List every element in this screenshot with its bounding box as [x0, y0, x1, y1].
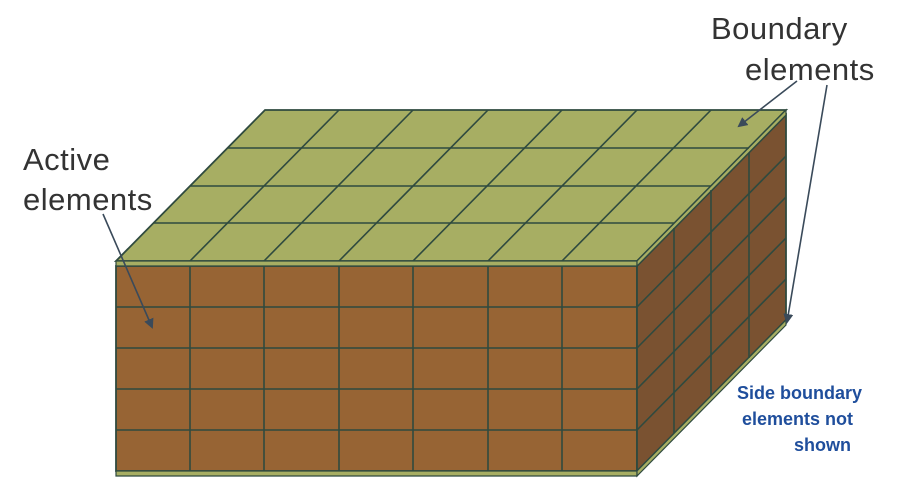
front-grid	[116, 266, 637, 471]
annotations: Active elements Boundary elements Side b…	[23, 11, 875, 455]
side-boundary-note-line-1: Side boundary	[737, 383, 862, 403]
boundary-elements-line-2: elements	[745, 52, 875, 87]
active-elements-arrow	[102, 213, 154, 329]
side-boundary-strip	[636, 108, 787, 268]
boundary-elements-line-1: Boundary	[711, 11, 848, 46]
active-elements-label: Active elements	[23, 142, 153, 217]
boundary-side-arrow	[783, 84, 828, 324]
side-boundary-note-line-2: elements not	[742, 409, 853, 429]
front-boundary-strip	[115, 260, 638, 267]
side-boundary-note-line-3: shown	[794, 435, 851, 455]
side-grid	[636, 153, 787, 433]
boundary-top-arrow	[737, 80, 798, 128]
side-boundary-note: Side boundary elements not shown	[737, 383, 867, 455]
active-elements-line-1: Active	[23, 142, 110, 177]
front-active-face	[115, 265, 638, 472]
boundary-elements-label: Boundary elements	[711, 11, 875, 87]
mesh-block	[113, 108, 789, 478]
top-grid	[153, 109, 749, 262]
active-elements-line-2: elements	[23, 182, 153, 217]
bottom-boundary-strip	[115, 470, 638, 477]
side-bottom-boundary-strip	[636, 318, 787, 478]
